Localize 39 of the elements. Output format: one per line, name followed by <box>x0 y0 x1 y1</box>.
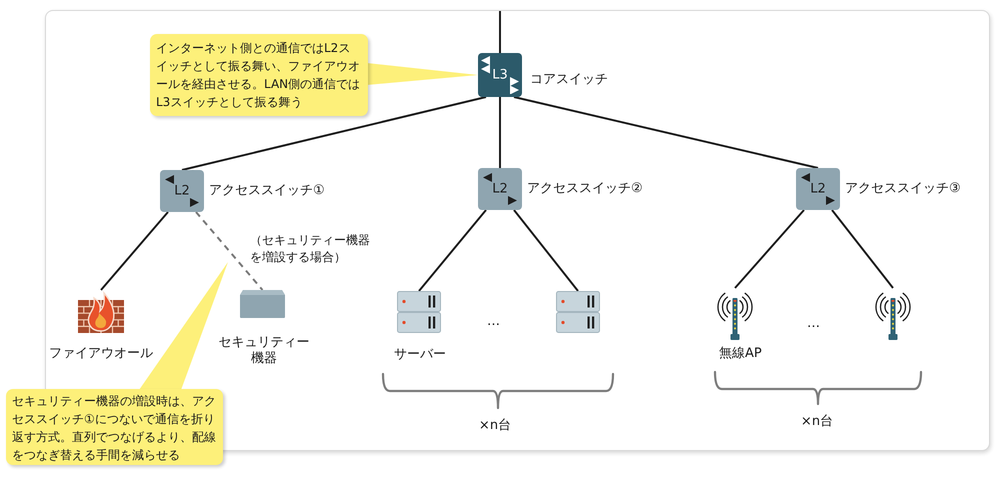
edge-label: （セキュリティー機器を増設する場合） <box>250 232 371 266</box>
callout-pointer <box>139 262 228 390</box>
connector-line <box>499 97 501 168</box>
connector-line <box>100 211 169 291</box>
switch-box <box>796 168 840 210</box>
connector-line <box>734 209 805 289</box>
dashed-line <box>195 211 264 291</box>
callout-pointer <box>367 63 478 85</box>
connector-line <box>513 209 579 292</box>
switch-label: L3 <box>492 68 508 82</box>
switch-box <box>478 53 522 97</box>
switch-label: L2 <box>174 184 190 198</box>
device-label: アクセススイッチ① <box>209 183 325 199</box>
firewall-icon <box>78 290 124 333</box>
device-label: サーバー <box>394 347 446 363</box>
switch-box <box>160 170 204 212</box>
callout: セキュリティー機器の増設時は、アクセススイッチ①につないで通信を折り返す方式。直列でつなげるより、配線をつなぎ替える手間を減らせる <box>6 389 223 465</box>
ellipsis: … <box>807 316 820 332</box>
count-label: ×n台 <box>800 414 834 430</box>
server-icon <box>556 291 600 333</box>
switch-label: L2 <box>492 182 508 196</box>
count-label: ×n台 <box>478 418 512 434</box>
ellipsis: … <box>487 314 500 330</box>
connector-line <box>182 96 486 171</box>
device-label: ファイアウオール <box>48 346 154 362</box>
callout: インターネット側との通信ではL2スイッチとして振る舞い、ファイアウオールを経由させる。LAN側の通信ではL3スイッチとして振る舞う <box>150 34 368 116</box>
connector-line <box>831 209 894 289</box>
switch-label: L2 <box>810 182 826 196</box>
device-label: セキュリティー機器 <box>218 335 310 367</box>
device-label: アクセススイッチ② <box>527 181 643 197</box>
device-box <box>240 290 285 318</box>
connector-line <box>418 209 487 292</box>
device-label: アクセススイッチ③ <box>845 181 961 197</box>
server-icon <box>397 291 441 333</box>
connector-line <box>514 96 818 169</box>
device-label: コアスイッチ <box>530 72 608 88</box>
switch-box <box>478 168 522 210</box>
device-label: 無線AP <box>719 346 762 362</box>
connector-line <box>499 11 501 53</box>
